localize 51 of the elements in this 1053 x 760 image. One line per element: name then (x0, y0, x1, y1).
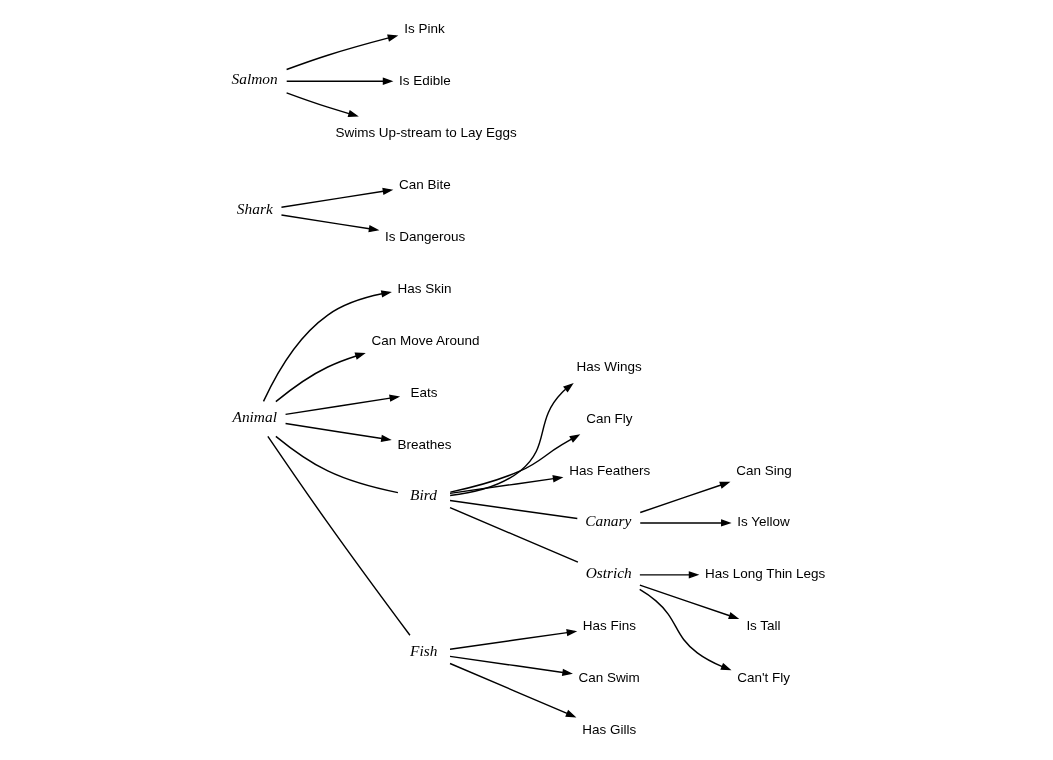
node-text: Is Dangerous (385, 228, 466, 244)
node-text: Bird (410, 485, 437, 503)
node-text: Canary (585, 511, 632, 529)
connector (449, 499, 578, 520)
node-text: Fish (410, 641, 438, 659)
arrow (449, 662, 577, 718)
node-text: Is Tall (746, 618, 781, 634)
node-text: Has Wings (576, 358, 642, 374)
node-text: Can Swim (578, 670, 640, 686)
arrow (449, 383, 574, 497)
arrow (449, 655, 573, 677)
arrow (449, 475, 564, 495)
arrow (285, 34, 399, 71)
arrow (286, 77, 394, 85)
arrow (639, 571, 700, 579)
arrow (449, 434, 581, 493)
node-text: Ostrich (585, 563, 632, 581)
arrow (280, 187, 394, 208)
node-text: Is Pink (404, 20, 445, 36)
arrow (639, 588, 732, 671)
arrow (284, 422, 392, 443)
node-text: Has Skin (397, 280, 452, 296)
node-text: Can Bite (398, 176, 451, 192)
connector (449, 506, 579, 563)
node-text: Can Sing (736, 462, 792, 478)
node-text: Has Fins (582, 618, 636, 634)
arrow (639, 519, 732, 527)
arrow (285, 92, 359, 118)
node-text: Is Edible (398, 72, 451, 88)
connector (267, 435, 411, 636)
arrow (639, 481, 731, 514)
node-text: Can't Fly (737, 670, 790, 686)
node-text: Shark (236, 199, 273, 217)
node-text: Has Long Thin Legs (705, 566, 826, 582)
arrow (275, 352, 366, 403)
node-text: Breathes (397, 436, 452, 452)
node-text: Is Yellow (737, 514, 790, 530)
arrow (280, 214, 380, 233)
arrow (262, 290, 392, 403)
node-text: Animal (232, 407, 277, 425)
node-text: Can Move Around (371, 332, 480, 348)
arrow (284, 394, 401, 416)
node-text: Eats (410, 384, 438, 400)
node-text: Can Fly (586, 410, 633, 426)
node-text: Has Gills (582, 722, 637, 738)
connector (275, 435, 399, 494)
node-text: Salmon (231, 69, 278, 87)
arrow (639, 584, 740, 620)
node-text: Has Feathers (569, 462, 651, 478)
node-text: Swims Up-stream to Lay Eggs (335, 124, 517, 140)
arrow (449, 629, 578, 650)
